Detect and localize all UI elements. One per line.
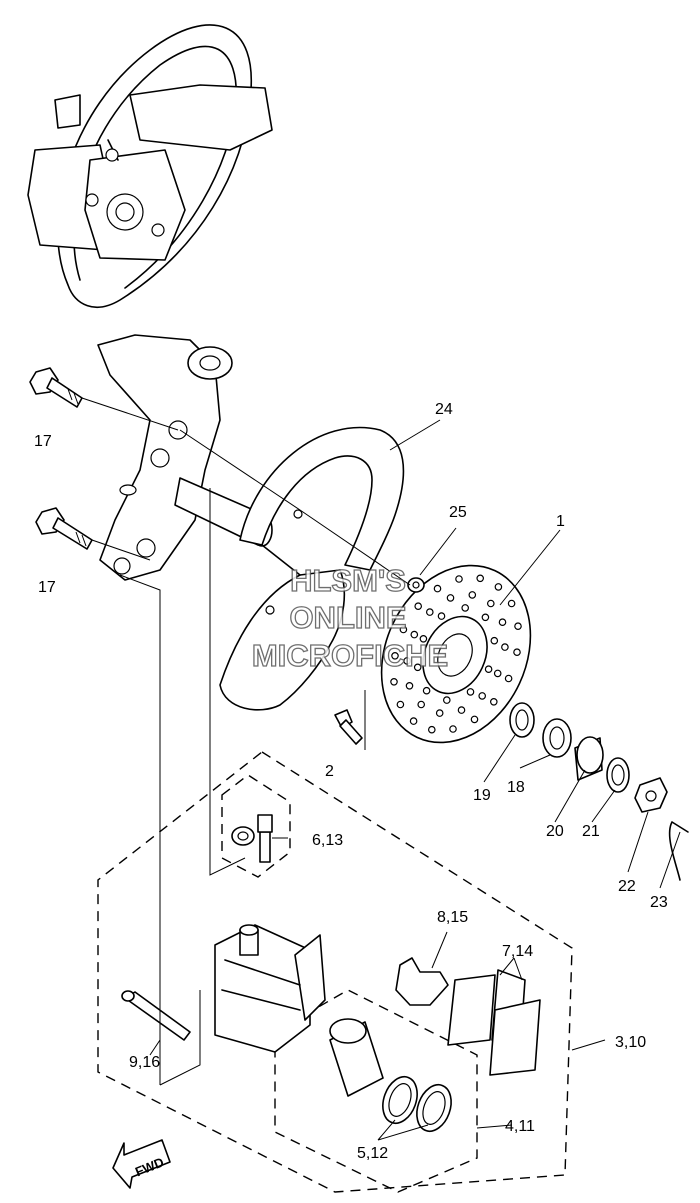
disc-vent-hole [498,618,507,627]
brake-pads [447,969,541,1076]
disc-vent-hole [422,686,431,695]
disc-vent-hole [419,634,428,643]
hub-hardware [509,702,689,881]
label-part-3-10: 3,10 [615,1034,646,1051]
disc-vent-hole [413,663,422,672]
watermark-line-3: MICROFICHE [252,638,448,673]
disc-vent-hole [507,599,516,608]
label-part-20: 20 [546,823,564,840]
disc-guard [219,426,405,711]
caliper-piston [329,1018,384,1097]
disc-vent-hole [391,651,399,660]
assembly-lines [81,397,411,1086]
disc-vent-hole [476,574,485,583]
disc-vent-hole [490,636,499,645]
disc-vent-hole [437,612,446,620]
bolt-17-lower [35,507,93,550]
disc-vent-hole [494,583,503,591]
watermark-line-1: HLSM'S [290,563,406,598]
disc-vent-hole [466,688,475,696]
disc-vent-hole [427,725,436,734]
disc-vent-hole [455,575,463,583]
disc-vent-hole [409,717,418,725]
label-part-17-upper: 17 [34,433,52,450]
piston-seal-box [274,989,478,1193]
disc-vent-hole [414,602,423,611]
disc-vent-hole [446,594,455,602]
disc-vent-hole [493,669,502,678]
label-part-18: 18 [507,779,525,796]
brake-disc [380,564,532,744]
disc-vent-hole [501,643,509,651]
watermark: HLSM'S ONLINE MICROFICHE [251,562,449,673]
caliper-pin [121,990,191,1041]
piston-seals [382,1075,452,1133]
disc-vent-hole [470,715,479,724]
disc-vent-hole [457,706,466,714]
label-part-19: 19 [473,787,491,804]
brake-caliper [214,924,326,1053]
fwd-arrow-icon: FWD [112,1139,171,1189]
steering-knuckle [97,334,273,581]
disc-vent-hole [433,584,442,593]
label-part-5-12: 5,12 [357,1145,388,1162]
disc-vent-hole [478,692,487,700]
disc-vent-hole [513,648,521,657]
disc-vent-hole [390,677,398,686]
disc-vent-hole [417,700,426,709]
label-part-8-15: 8,15 [437,909,468,926]
label-part-21: 21 [582,823,600,840]
caliper-assembly-box [97,751,573,1193]
disc-vent-hole [403,657,411,665]
disc-vent-hole [489,697,498,706]
bleed-valve-box [221,774,291,878]
assembled-overview [27,24,273,309]
bleed-valve [231,814,273,863]
disc-vent-hole [481,613,490,622]
label-part-25: 25 [449,504,467,521]
bolt-2 [334,709,363,745]
label-part-6-13: 6,13 [312,832,343,849]
label-part-2: 2 [325,763,334,780]
disc-vent-hole [514,622,522,631]
disc-vent-hole [410,630,419,639]
disc-vent-hole [449,725,457,733]
label-part-17-lower: 17 [38,579,56,596]
disc-vent-hole [405,681,414,690]
disc-vent-hole [461,604,470,612]
disc-vent-hole [504,674,513,683]
label-part-22: 22 [618,878,636,895]
disc-vent-hole [484,665,493,674]
disc-vent-hole [399,625,408,634]
label-part-23: 23 [650,894,668,911]
disc-vent-hole [442,696,451,704]
label-part-4-11: 4,11 [505,1118,535,1135]
pad-spring [395,957,449,1006]
disc-vent-hole [468,591,477,599]
disc-vent-hole [486,599,495,608]
watermark-line-2: ONLINE [289,600,406,635]
screw-25 [407,577,425,593]
label-part-1: 1 [556,513,565,530]
disc-vent-hole [396,700,405,709]
label-part-24: 24 [435,401,453,418]
disc-vent-hole [425,608,434,616]
label-part-9-16: 9,16 [129,1054,160,1071]
disc-vent-hole [435,709,444,717]
label-part-7-14: 7,14 [502,943,533,960]
bolt-17-upper [29,367,83,408]
leader-lines [149,419,681,1141]
